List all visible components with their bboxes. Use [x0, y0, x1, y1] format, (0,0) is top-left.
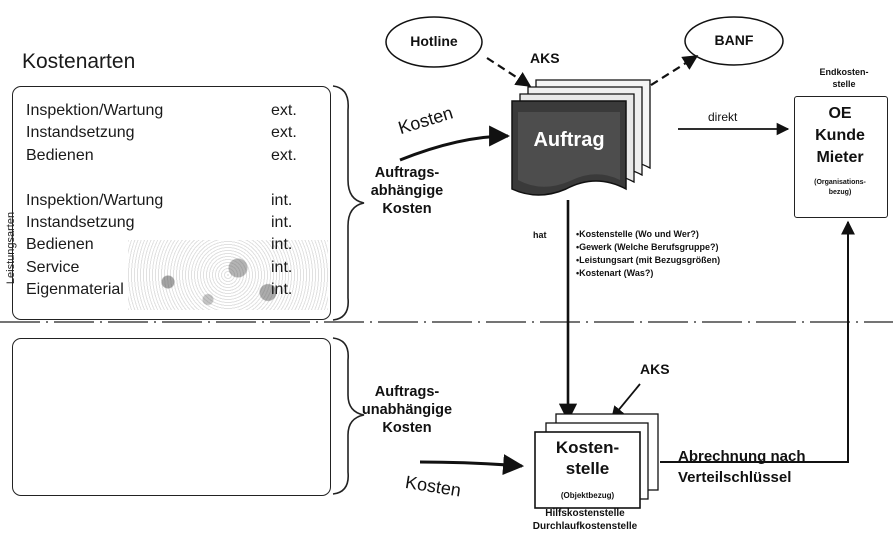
auftragsabhaengige-kosten-label: Auftrags- abhängige Kosten: [362, 164, 452, 218]
leistungsart-row: Inspektion/Wartung ext.: [26, 102, 308, 120]
kostenarten-title: Kostenarten: [22, 50, 135, 74]
auftragsunabhaengige-kosten-label: Auftrags- unabhängige Kosten: [352, 383, 462, 437]
kostenstelle-label: Kosten- stelle: [535, 437, 640, 479]
leistungsart-type: ext.: [271, 124, 297, 142]
leistungsart-name: Inspektion/Wartung: [26, 192, 163, 209]
auftrag-label: Auftrag: [512, 129, 626, 152]
direkt-label: direkt: [708, 110, 737, 124]
leistungsart-name: Inspektion/Wartung: [26, 102, 163, 119]
leistungsart-type: ext.: [271, 102, 297, 120]
brace-dependent: [333, 86, 364, 320]
aks-top-label: AKS: [530, 50, 560, 66]
leistungsart-type: int.: [271, 281, 292, 299]
aks-bottom-label: AKS: [640, 361, 670, 377]
hilfskostenstelle-label: Hilfskostenstelle Durchlaufkostenstelle: [515, 507, 655, 533]
leistungsarten-side-label: Leistungsarten: [5, 193, 17, 303]
leistungsart-row: Bedienen ext.: [26, 147, 308, 165]
leistungsart-row: Bedienen int.: [26, 236, 308, 254]
leistungsart-name: Instandsetzung: [26, 124, 135, 141]
kosten-bottom-arrow: [420, 462, 522, 466]
medien-box: [12, 338, 331, 496]
leistungsart-type: int.: [271, 214, 292, 232]
endkostenstelle-label: Endkosten- stelle: [806, 66, 882, 90]
leistungsart-row: Inspektion/Wartung int.: [26, 192, 308, 210]
auftrag-attribute: •Kostenart (Was?): [576, 267, 720, 280]
auftrag-attributes-list: •Kostenstelle (Wo und Wer?)•Gewerk (Welc…: [576, 228, 720, 280]
kosten-top-arrow: [400, 136, 508, 160]
objektbezug-label: (Objektbezug): [535, 491, 640, 500]
leistungsart-type: ext.: [271, 147, 297, 165]
leistungsart-row: Instandsetzung ext.: [26, 124, 308, 142]
oe-kunde-mieter-text: OE Kunde Mieter: [794, 103, 886, 169]
leistungsart-type: int.: [271, 236, 292, 254]
auftrag-attribute: •Gewerk (Welche Berufsgruppe?): [576, 241, 720, 254]
leistungsart-row: Service int.: [26, 259, 308, 277]
auftrag-attribute: •Kostenstelle (Wo und Wer?): [576, 228, 720, 241]
leistungsart-name: Eigenmaterial: [26, 281, 124, 298]
organisationsbezug-label: (Organisations- bezug): [794, 178, 886, 198]
leistungsart-type: int.: [271, 192, 292, 210]
leistungsart-row: Instandsetzung int.: [26, 214, 308, 232]
hotline-to-auftrag-arrow: [487, 58, 530, 86]
leistungsart-name: Bedienen: [26, 236, 94, 253]
leistungsart-name: Service: [26, 259, 79, 276]
abrechnung-label: Abrechnung nach Verteilschlüssel: [678, 446, 806, 488]
aks-bottom-arrow: [612, 384, 640, 418]
leistungsart-type: int.: [271, 259, 292, 277]
auftrag-attribute: •Leistungsart (mit Bezugsgrößen): [576, 254, 720, 267]
hat-label: hat: [533, 230, 547, 240]
banf-label: BANF: [685, 32, 783, 48]
leistungsart-name: Bedienen: [26, 147, 94, 164]
leistungsart-name: Instandsetzung: [26, 214, 135, 231]
hotline-label: Hotline: [386, 33, 482, 49]
leistungsart-row: Eigenmaterial int.: [26, 281, 308, 299]
